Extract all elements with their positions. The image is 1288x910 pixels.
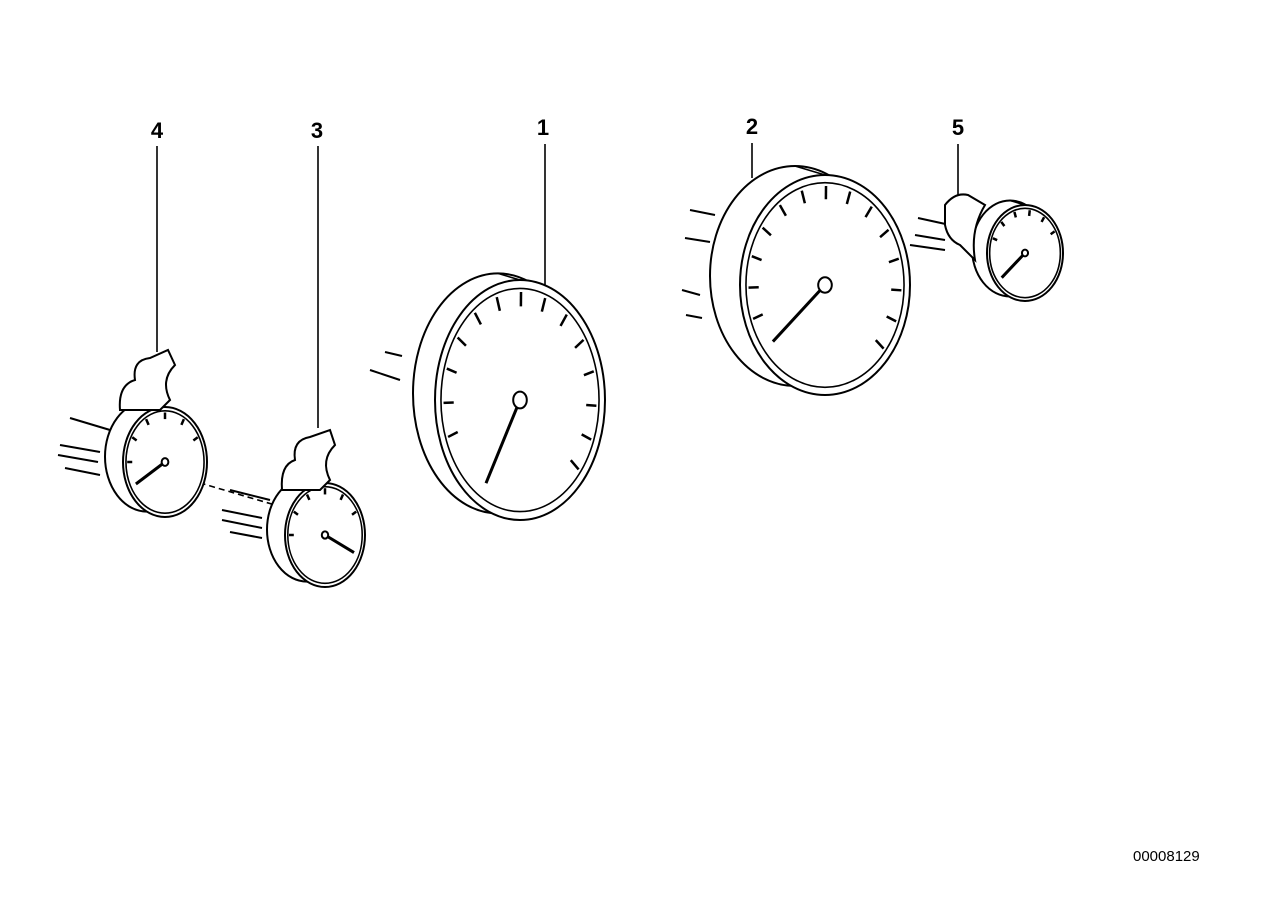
gauge-4-tick [131,436,138,442]
gauge-4-tick [192,436,199,442]
gauge-4-needle [134,460,166,486]
gauge-1-needle [484,399,522,484]
gauge-2-pin [685,314,703,319]
gauge-5-tick [1000,221,1006,227]
gauge-1-dial-ring [440,287,600,513]
gauge-4-hub [160,457,170,467]
gauge-3-hub [320,530,330,540]
gauge-3-tick [305,493,311,501]
gauge-4-bracket [118,348,177,411]
gauge-5-tick [1013,211,1018,218]
gauge-1-pin [369,369,401,381]
gauge-5-tick [1027,210,1032,217]
gauge-4-pin [59,444,101,453]
gauge-2-tick [778,204,787,217]
gauge-3-dial-ring [286,485,363,585]
part-label-3: 3 [310,118,324,143]
gauge-5-pin [909,244,946,251]
gauge-3-pin [229,489,271,501]
gauge-1-tick [583,370,595,377]
gauge-2-tick [800,190,807,204]
gauge-4-pin [64,467,101,476]
gauge-3-tick [293,510,299,516]
gauge-2-tick [874,339,885,350]
part-label-4: 4 [150,118,164,143]
gauge-1-edge [497,272,521,281]
gauge-2-tick [879,228,890,239]
gauge-1-tick [446,367,458,374]
gauge-3-needle [324,533,355,554]
part-label-5: 5 [951,115,965,140]
document-id: 00008129 [1133,848,1200,865]
gauge-1-tick [574,338,585,349]
gauge-2-tick [752,313,764,320]
gauge-2-tick [864,206,873,218]
gauge-5-pin [914,234,946,241]
gauge-4-tick [180,418,186,426]
gauge-2-edge [794,165,826,176]
gauge-2-tick [751,255,763,262]
gauge-4-dial-ring [125,410,205,514]
gauge-3-tick [339,493,345,501]
gauge-2-dial-ring [745,181,905,389]
gauge-3-pin [221,519,263,529]
gauge-5-needle [1000,251,1027,279]
part-label-1: 1 [536,115,550,140]
gauge-4-pin [57,454,99,463]
gauge-1-tick [495,296,502,312]
gauge-5-dial-ring [988,207,1062,299]
gauge-5-hub [1020,248,1030,258]
gauge-1-tick [586,403,597,408]
gauge-2-tick [761,226,772,237]
gauge-5-tick [992,237,998,242]
gauge-5-tick [1049,230,1056,236]
gauge-2-tick [891,288,902,292]
gauge-2-pin [684,237,711,243]
gauge-3-tick [351,510,357,516]
gauge-2-tick [845,191,852,205]
gauge-1-tick [447,430,459,439]
gauge-1-tick [581,433,592,441]
gauge-1-hub [512,390,528,410]
gauge-1-tick [540,297,547,312]
gauge-1-pin [384,351,403,357]
gauge-1-tick [473,312,482,325]
gauge-1-tick [569,459,580,471]
gauge-2-pin [681,289,701,296]
gauge-1-tick [559,313,568,327]
part-label-2: 2 [745,114,759,139]
gauge-3-pin [221,509,263,519]
gauge-4-pin [69,417,111,431]
gauge-2-hub [817,276,833,294]
gauge-2-pin [689,209,716,216]
gauge-5-tick [1040,216,1046,223]
gauge-4-tick [144,418,150,426]
gauge-2-tick [888,257,900,264]
gauge-2-needle [771,283,827,343]
gauge-2-tick [886,315,897,323]
gauge-3-bracket [280,428,337,491]
gauge-3-pin [229,531,263,539]
gauge-5-bracket [944,193,987,263]
gauge-1-tick [456,336,467,347]
